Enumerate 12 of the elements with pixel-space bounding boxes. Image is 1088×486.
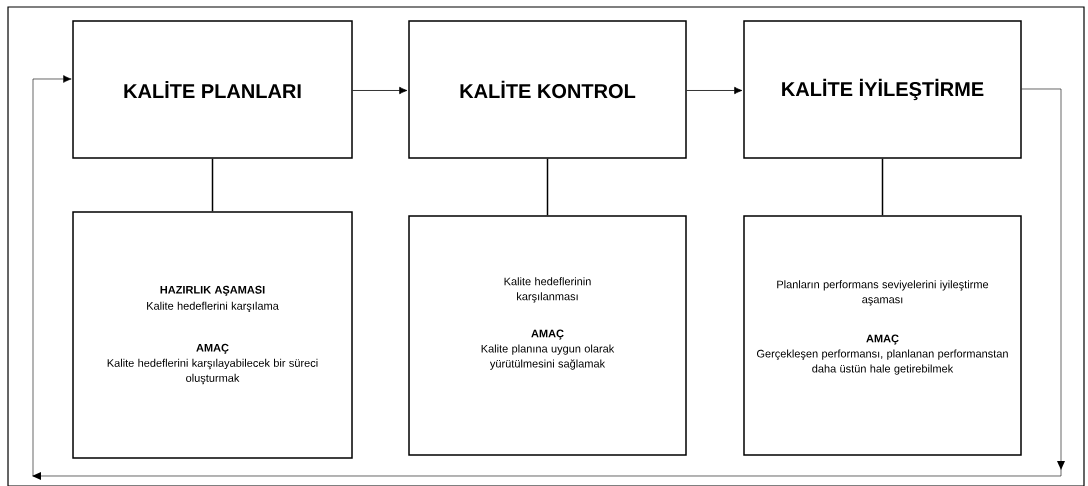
stage-box: KALİTE İYİLEŞTİRME [743, 20, 1022, 159]
arrow [32, 75, 1065, 480]
connector-line [546, 158, 549, 216]
connector-line [211, 158, 214, 212]
stage-box: KALİTE KONTROL [408, 20, 687, 159]
arrow [686, 86, 743, 95]
description-box: Planların performans seviyelerini iyileştirme aşaması AMAÇ Gerçekleşen performansı, planlanan performanstan daha üstün hale getirebilmek [743, 215, 1022, 456]
connector-line [881, 158, 884, 216]
stage-box: KALİTE PLANLARI [72, 20, 353, 159]
description-box: HAZIRLIK AŞAMASI Kalite hedeflerini karşılama AMAÇ Kalite hedeflerini karşılayabilecek bir süreci oluşturmak [72, 211, 353, 459]
arrow [352, 86, 408, 95]
description-box: Kalite hedeflerinin karşılanması AMAÇ Kalite planına uygun olarak yürütülmesini sağlamak [408, 215, 687, 456]
